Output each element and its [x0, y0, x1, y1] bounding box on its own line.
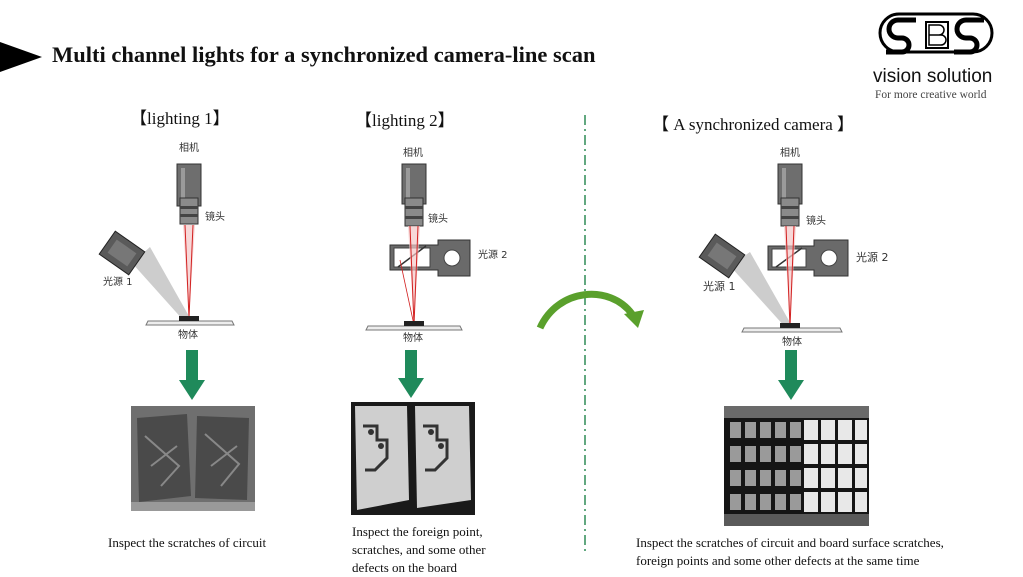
panel2-diagram: [365, 163, 471, 331]
panel3-caption: Inspect the scratches of circuit and boa…: [636, 534, 1016, 570]
panel2-caption: Inspect the foreign point, scratches, an…: [352, 523, 542, 577]
panel3-title: 【 A synchronized camera 】: [652, 115, 855, 134]
panel2-result-image: [351, 402, 475, 515]
down-arrow-icon: [179, 350, 205, 400]
panel2-title: 【lighting 2】: [355, 111, 455, 130]
panel3-diagram: [698, 163, 849, 333]
panel1-title: 【lighting 1】: [130, 109, 230, 128]
sbs-logo: [878, 12, 994, 55]
panel1-diagram: [98, 163, 235, 326]
panel2-light-label: 光源 2: [478, 250, 508, 261]
panel1-light-label: 光源 1: [103, 277, 133, 288]
caption-line: Inspect the foreign point,: [352, 524, 483, 539]
panel3-light1-label: 光源 1: [703, 280, 736, 293]
panel1-caption: Inspect the scratches of circuit: [108, 535, 267, 550]
panel3-camera-label: 相机: [780, 148, 800, 159]
panel2-lens-label: 镜头: [428, 214, 448, 225]
caption-line: scratches, and some other: [352, 542, 486, 557]
down-arrow-icon: [778, 350, 804, 400]
caption-line: Inspect the scratches of circuit and boa…: [636, 535, 944, 550]
panel1-lens-label: 镜头: [205, 212, 225, 223]
caption-line: foreign points and some other defects at…: [636, 553, 920, 568]
panel2-camera-label: 相机: [403, 148, 423, 159]
curved-arrow-icon: [536, 290, 644, 330]
caption-line: defects on the board: [352, 560, 458, 575]
down-arrow-icon: [398, 350, 424, 398]
logo-tagline: For more creative world: [875, 89, 987, 101]
title-arrow-icon: [0, 42, 42, 72]
panel3-object-label: 物体: [782, 337, 802, 348]
page-title: Multi channel lights for a synchronized …: [52, 42, 596, 67]
section-divider: [584, 115, 586, 555]
panel1-result-image: [131, 406, 255, 511]
panel3-light2-label: 光源 2: [856, 251, 889, 264]
panel3-result-image: [724, 406, 869, 526]
panel1-camera-label: 相机: [179, 143, 199, 154]
logo-text: vision solution: [873, 66, 993, 87]
panel2-object-label: 物体: [403, 333, 423, 344]
panel3-lens-label: 镜头: [806, 216, 826, 227]
panel1-object-label: 物体: [178, 330, 198, 341]
